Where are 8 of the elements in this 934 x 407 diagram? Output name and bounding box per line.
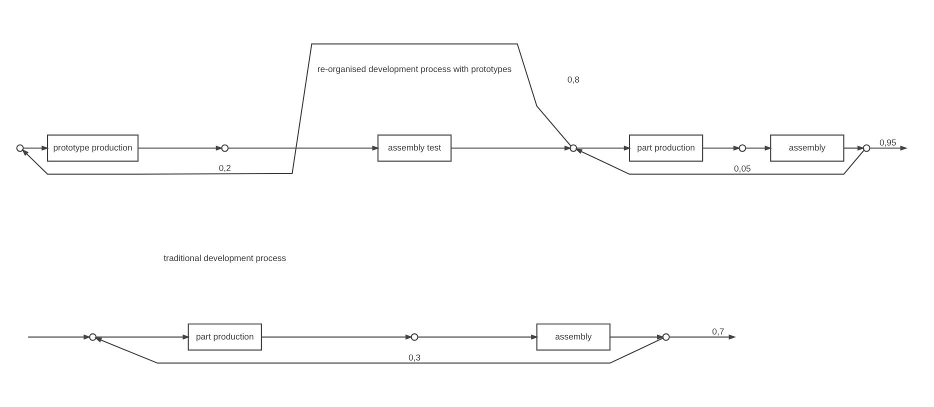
edge-label: 0,3: [408, 352, 421, 363]
edge-label: 0,05: [734, 164, 751, 174]
label: 0,8: [567, 74, 580, 84]
label: re-organised development process with prototypes: [317, 64, 512, 74]
edge-label: 0,2: [218, 163, 231, 173]
edge-label: 0,7: [712, 326, 724, 337]
edge-label: 0,95: [879, 138, 896, 148]
label: traditional development process: [164, 253, 286, 264]
